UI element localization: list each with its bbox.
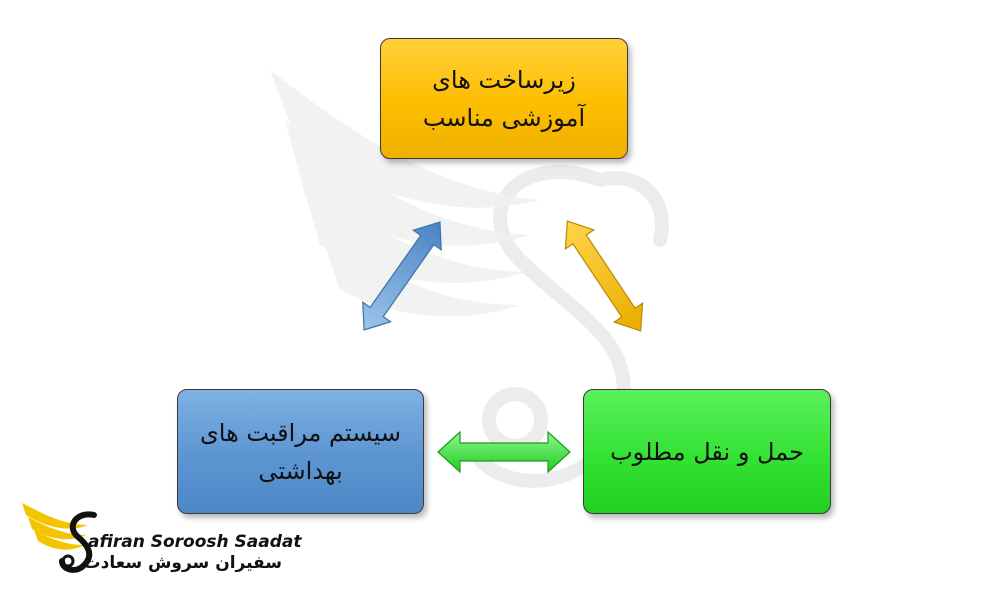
double-arrow-bottom — [437, 430, 571, 474]
logo-name-fa: سفیران سروش سعادت — [83, 553, 282, 573]
double-arrow-top-right — [564, 220, 644, 332]
node-healthcare-system: سیستم مراقبت های بهداشتی — [177, 389, 424, 514]
logo-name-en: afiran Soroosh Saadat — [88, 532, 302, 552]
double-arrow-top-left — [362, 221, 442, 331]
node-label-line1: حمل و نقل مطلوب — [610, 437, 804, 466]
node-label-line1: سیستم مراقبت های — [199, 418, 402, 447]
node-label-line2: آموزشی مناسب — [422, 103, 586, 132]
node-transportation: حمل و نقل مطلوب — [583, 389, 831, 514]
wing-s-logo-icon — [22, 503, 97, 573]
node-label-line1: زیرساخت های — [432, 65, 576, 94]
node-educational-infrastructure: زیرساخت های آموزشی مناسب — [380, 38, 628, 159]
node-label-line2: بهداشتی — [258, 456, 343, 485]
